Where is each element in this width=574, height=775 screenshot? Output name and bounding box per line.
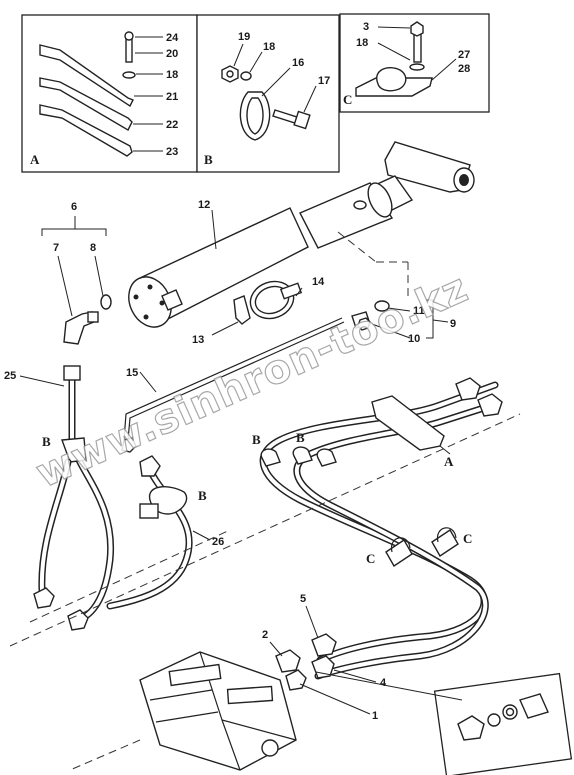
callout-3: 3 [363, 21, 369, 33]
inset-panel-b: 19 18 16 17 B [196, 14, 340, 173]
inset-panel-c: 3 18 27 28 C [339, 13, 490, 113]
locator-b3: B [252, 432, 261, 447]
alignment-lines [9, 413, 521, 771]
valve-fittings: 2 5 4 1 [262, 593, 387, 722]
callout-25: 25 [4, 370, 16, 382]
hose-clamp-14: 14 [249, 276, 325, 320]
hose-bundle-upper: A B B C C [252, 377, 503, 680]
callout-26: 26 [212, 536, 224, 548]
callout-11: 11 [413, 305, 425, 317]
callout-6: 6 [71, 201, 77, 213]
callout-18: 18 [166, 69, 178, 81]
locator-c1: C [366, 551, 375, 566]
callout-24: 24 [166, 32, 179, 44]
callout-7: 7 [53, 242, 59, 254]
callout-9: 9 [450, 318, 456, 330]
control-valve-block [139, 651, 297, 771]
callout-10: 10 [408, 333, 420, 345]
locator-a: A [444, 454, 454, 469]
callout-5: 5 [300, 593, 306, 605]
callout-4: 4 [380, 677, 387, 689]
hose-assembly-25: 25 [4, 365, 115, 631]
callout-2: 2 [262, 629, 268, 641]
callout-1: 1 [372, 710, 378, 722]
callout-12: 12 [198, 199, 210, 211]
callout-14: 14 [312, 276, 325, 288]
callout-28: 28 [458, 63, 470, 75]
locator-b1: B [42, 434, 51, 449]
callout-23: 23 [166, 146, 178, 158]
callout-19: 19 [238, 31, 250, 43]
callout-18: 18 [356, 37, 368, 49]
callout-16: 16 [292, 57, 304, 69]
callout-20: 20 [166, 48, 178, 60]
inset-letter-b: B [204, 152, 213, 167]
elbow-fitting-group-6: 6 7 8 [41, 201, 112, 345]
inset-panel-a: 24 20 18 21 22 23 A [21, 14, 198, 173]
callout-21: 21 [166, 91, 178, 103]
hydraulic-cylinder: 12 [128, 141, 475, 328]
callout-17: 17 [318, 75, 330, 87]
spacer-13: 13 [192, 295, 251, 346]
callout-15: 15 [126, 367, 138, 379]
inset-letter-c: C [343, 92, 352, 107]
locator-b4: B [296, 430, 305, 445]
fitting-detail-box [315, 671, 573, 775]
callout-22: 22 [166, 119, 178, 131]
hose-assembly-26: 26 [106, 455, 224, 610]
locator-c2: C [463, 531, 472, 546]
callout-27: 27 [458, 49, 470, 61]
inset-letter-a: A [30, 152, 40, 167]
rigid-tube-15: 15 [121, 317, 345, 453]
locator-b2: B [198, 488, 207, 503]
callout-8: 8 [90, 242, 96, 254]
fitting-group-9: 11 10 9 [337, 231, 456, 345]
callout-18: 18 [263, 41, 275, 53]
callout-13: 13 [192, 334, 204, 346]
